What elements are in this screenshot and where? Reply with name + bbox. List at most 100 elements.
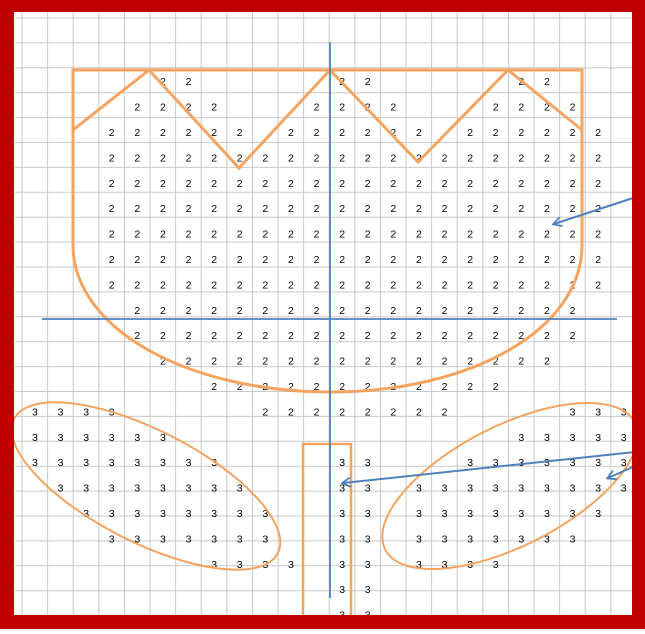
grid-number: 3 (544, 483, 550, 495)
grid-number: 3 (365, 559, 371, 571)
grid-number: 3 (493, 508, 499, 520)
grid-number: 2 (544, 203, 550, 215)
grid-number: 2 (211, 152, 217, 164)
grid-number: 3 (493, 559, 499, 571)
grid-number: 3 (339, 559, 345, 571)
grid-number: 2 (390, 356, 396, 368)
grid-number: 2 (390, 152, 396, 164)
grid-number: 2 (262, 203, 268, 215)
grid-number: 3 (339, 483, 345, 495)
grid-number: 2 (493, 152, 499, 164)
grid-number: 2 (493, 330, 499, 342)
grid-number: 3 (109, 483, 115, 495)
grid-number: 2 (570, 330, 576, 342)
grid-number: 3 (467, 508, 473, 520)
grid-number: 2 (160, 356, 166, 368)
grid-number: 2 (442, 279, 448, 291)
grid-number: 2 (314, 254, 320, 266)
grid-number: 2 (211, 102, 217, 114)
grid-number: 2 (416, 127, 422, 139)
grid-number: 2 (416, 330, 422, 342)
grid-number: 2 (262, 406, 268, 418)
grid-number: 3 (58, 457, 64, 469)
grid-number: 3 (109, 457, 115, 469)
grid-number: 2 (390, 305, 396, 317)
grid-number: 3 (621, 483, 627, 495)
grid-number: 2 (339, 102, 345, 114)
grid-number: 2 (339, 178, 345, 190)
grid-number: 3 (544, 457, 550, 469)
grid-number: 2 (493, 102, 499, 114)
grid-number: 2 (390, 254, 396, 266)
grid-number: 2 (365, 229, 371, 241)
grid-number: 3 (416, 559, 422, 571)
grid-number: 2 (442, 356, 448, 368)
grid-number: 2 (416, 254, 422, 266)
grid-number: 2 (211, 381, 217, 393)
grid-number: 2 (493, 381, 499, 393)
grid-number: 2 (595, 127, 601, 139)
grid-number: 2 (134, 279, 140, 291)
grid-number: 2 (493, 305, 499, 317)
grid-number: 2 (595, 229, 601, 241)
grid-number: 2 (518, 330, 524, 342)
grid-number: 2 (160, 127, 166, 139)
grid-number: 3 (109, 432, 115, 444)
grid-number: 2 (262, 356, 268, 368)
grid-number: 2 (365, 127, 371, 139)
grid-number: 2 (160, 102, 166, 114)
grid-number: 3 (237, 533, 243, 545)
grid-number: 2 (416, 152, 422, 164)
grid-number: 2 (570, 127, 576, 139)
grid-number: 2 (518, 356, 524, 368)
grid-number: 3 (109, 533, 115, 545)
grid-number: 2 (544, 229, 550, 241)
grid-number: 2 (134, 102, 140, 114)
grid-number: 2 (390, 279, 396, 291)
grid-number: 2 (518, 279, 524, 291)
grid-number: 2 (186, 330, 192, 342)
grid-number: 2 (314, 127, 320, 139)
grid-number: 3 (442, 483, 448, 495)
grid-number: 3 (595, 432, 601, 444)
grid-number: 2 (544, 305, 550, 317)
grid-number: 2 (595, 279, 601, 291)
grid-number: 2 (109, 127, 115, 139)
grid-number: 3 (365, 533, 371, 545)
grid-number: 2 (544, 279, 550, 291)
grid-number: 2 (339, 127, 345, 139)
grid-number: 2 (467, 279, 473, 291)
grid-number: 3 (186, 457, 192, 469)
grid-number: 2 (339, 229, 345, 241)
grid-number: 3 (570, 483, 576, 495)
grid-number: 3 (32, 406, 38, 418)
grid-number: 3 (237, 559, 243, 571)
grid-number: 3 (595, 457, 601, 469)
grid-number: 2 (160, 76, 166, 88)
grid-number: 2 (109, 203, 115, 215)
grid-number: 2 (467, 229, 473, 241)
arrow-to-flower-head (554, 197, 634, 224)
grid-number: 3 (442, 533, 448, 545)
grid-number: 2 (186, 102, 192, 114)
grid-number: 2 (493, 356, 499, 368)
grid-number: 3 (237, 508, 243, 520)
grid-number: 2 (442, 203, 448, 215)
grid-number: 2 (570, 254, 576, 266)
grid-number: 2 (109, 254, 115, 266)
grid-number: 2 (493, 229, 499, 241)
grid-number: 2 (262, 330, 268, 342)
grid-number: 3 (288, 559, 294, 571)
grid-number: 2 (416, 229, 422, 241)
grid-number: 2 (211, 305, 217, 317)
grid-number: 2 (109, 279, 115, 291)
grid-number: 3 (518, 483, 524, 495)
grid-number: 2 (365, 406, 371, 418)
grid-number: 2 (518, 152, 524, 164)
grid-number: 2 (237, 152, 243, 164)
grid-number: 2 (134, 178, 140, 190)
grid-number: 3 (58, 406, 64, 418)
grid-number: 2 (467, 152, 473, 164)
grid-number: 2 (186, 152, 192, 164)
grid-number: 3 (32, 432, 38, 444)
